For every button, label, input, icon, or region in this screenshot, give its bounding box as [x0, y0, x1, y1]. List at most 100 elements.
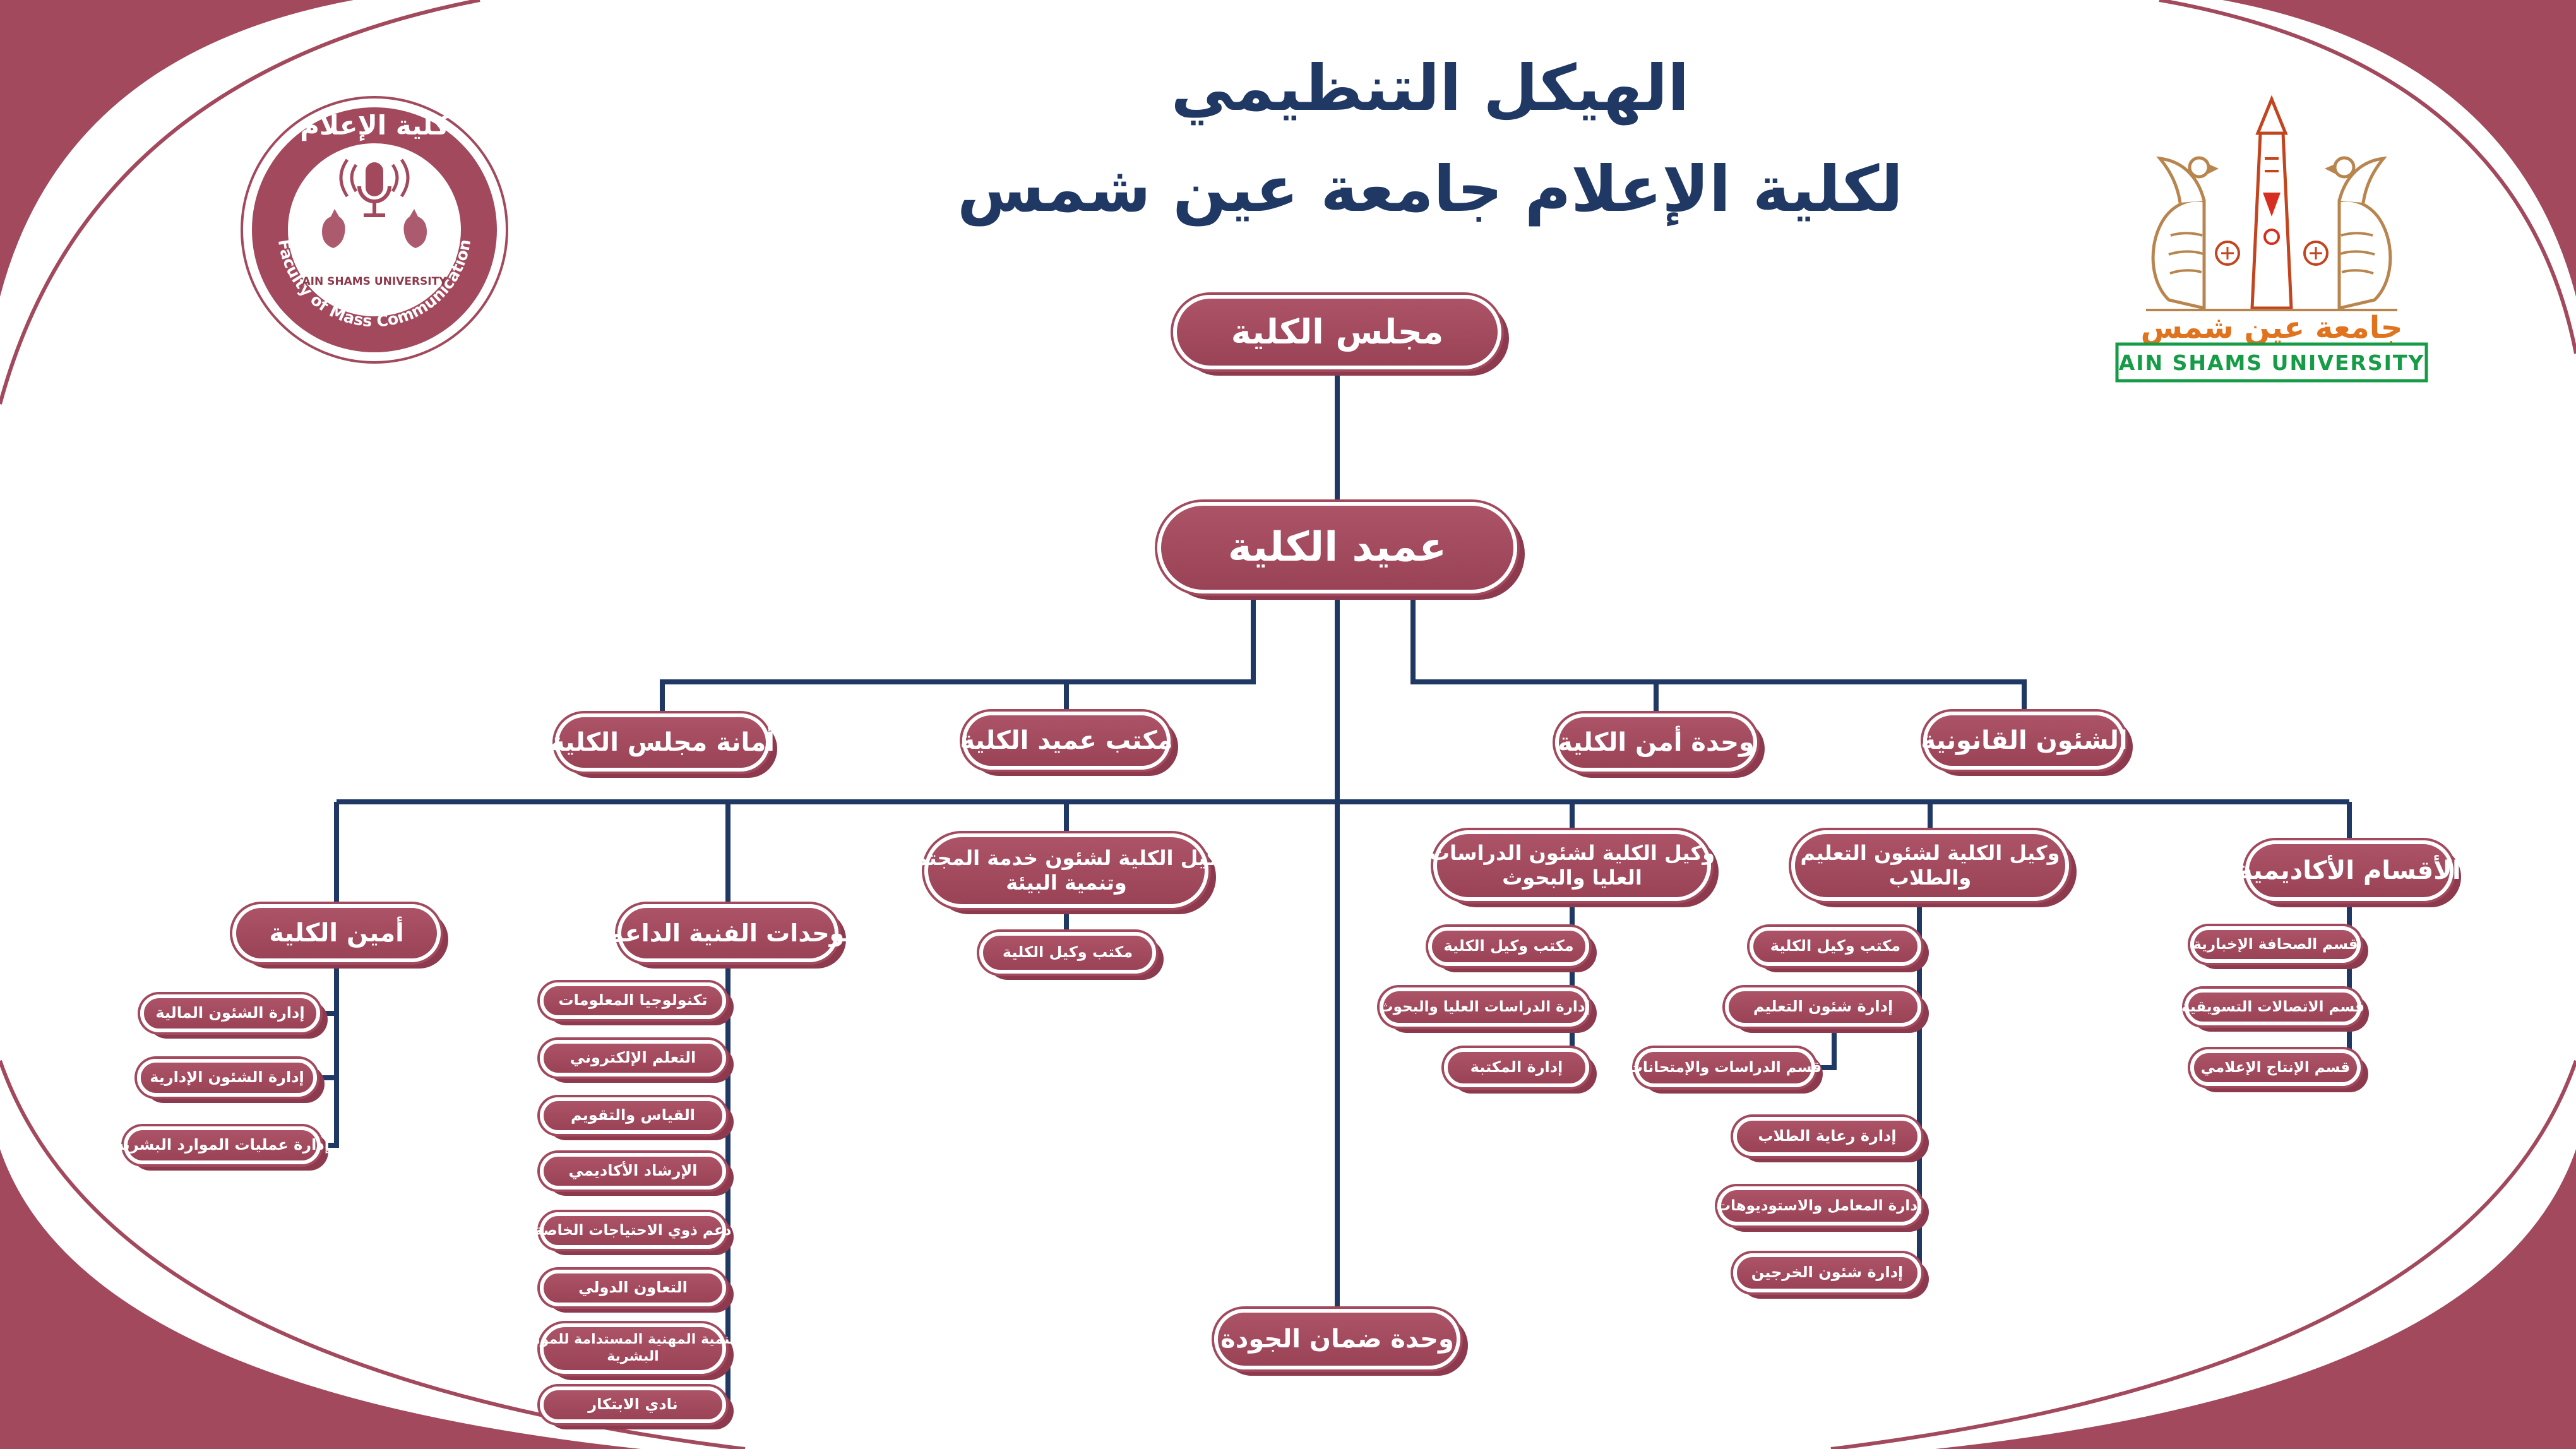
- org-node-unit_elearning: التعلم الإلكتروني: [540, 1040, 726, 1076]
- org-node-ve_care: إدارة رعاية الطلاب: [1733, 1117, 1921, 1156]
- org-node-label: قسم الدراسات والإمتحانات: [1628, 1059, 1822, 1076]
- university-logo: جامعة عين شمس AIN SHAMS UNIVERSITY: [2115, 95, 2428, 383]
- faculty-logo: كلية الإعلام Faculty of Mass Communicati…: [241, 96, 508, 364]
- university-name-box: [2115, 342, 2428, 383]
- org-node-label: الأقسام الأكاديمية: [2238, 856, 2461, 885]
- org-node-ve_exams: قسم الدراسات والإمتحانات: [1628, 1048, 1822, 1087]
- corner-band-top-left: [0, 0, 354, 297]
- org-node-dept_press: قسم الصحافة الإخبارية: [2190, 926, 2361, 963]
- org-node-unit_innovation: نادي الابتكار: [540, 1386, 726, 1423]
- org-node-council: مجلس الكلية: [1173, 295, 1501, 369]
- org-node-unit_needs: دعم ذوي الاحتياجات الخاصة: [535, 1212, 731, 1249]
- org-node-label: قسم الاتصالات التسويقية: [2181, 998, 2364, 1015]
- org-node-security: وحدة أمن الكلية: [1555, 713, 1757, 772]
- corner-line-top-left: [0, 0, 480, 405]
- org-node-label: إدارة المكتبة: [1470, 1058, 1563, 1076]
- org-node-label: مكتب عميد الكلية: [960, 725, 1173, 755]
- org-node-label: مكتب وكيل الكلية: [1770, 937, 1901, 955]
- university-logo-english-name: AIN SHAMS UNIVERSITY: [2119, 350, 2425, 375]
- org-node-label: العليا والبحوث: [1502, 866, 1642, 890]
- corner-band-bottom-left: [0, 1149, 641, 1449]
- org-node-label: إدارة شئون الخرجين: [1751, 1263, 1904, 1282]
- org-node-ve_labs: إدارة المعامل والاستوديوهات: [1715, 1186, 1923, 1225]
- org-node-unit_assessment: القياس والتقويم: [540, 1097, 726, 1134]
- org-node-units: الوحدات الفنية الداعمة: [594, 904, 862, 962]
- org-node-label: القياس والتقويم: [571, 1106, 695, 1124]
- org-node-label: إدارة رعاية الطلاب: [1758, 1127, 1897, 1145]
- org-node-dean_office: مكتب عميد الكلية: [960, 712, 1173, 770]
- org-node-label: وكيل الكلية لشئون الدراسات: [1429, 840, 1715, 865]
- faculty-logo-university-name: AIN SHAMS UNIVERSITY: [302, 275, 447, 288]
- org-node-ve_alumni: إدارة شئون الخرجين: [1733, 1253, 1921, 1292]
- obelisk-icon: [2250, 95, 2293, 310]
- connector: [660, 593, 1256, 713]
- title-line-1: الهيكل التنظيمي: [1171, 51, 1690, 125]
- org-node-label: أمين الكلية: [269, 918, 404, 948]
- org-node-unit_advising: الإرشاد الأكاديمي: [540, 1153, 726, 1190]
- title-line-2: لكلية الإعلام جامعة عين شمس: [957, 152, 1903, 226]
- org-node-vc_office: مكتب وكيل الكلية: [979, 932, 1156, 974]
- org-node-label: مكتب وكيل الكلية: [1002, 943, 1133, 962]
- org-node-vg_library: إدارة المكتبة: [1444, 1048, 1589, 1087]
- org-node-label: وحدة أمن الكلية: [1558, 727, 1755, 757]
- org-node-label: مجلس الكلية: [1231, 312, 1444, 352]
- org-node-label: إدارة عمليات الموارد البشرية: [115, 1136, 330, 1154]
- org-node-label: البشرية: [607, 1349, 659, 1364]
- org-node-unit_it: تكنولوجيا المعلومات: [540, 982, 726, 1019]
- university-logo-arabic-name: جامعة عين شمس: [2141, 310, 2403, 345]
- faculty-logo-arabic-title: كلية الإعلام: [300, 110, 449, 141]
- org-node-label: والطلاب: [1888, 866, 1972, 890]
- org-node-dean: عميد الكلية: [1157, 502, 1517, 593]
- org-node-label: إدارة المعامل والاستوديوهات: [1715, 1197, 1923, 1214]
- corner-line-bottom-right: [1830, 1060, 2576, 1449]
- org-node-label: أمانة مجلس الكلية: [550, 727, 775, 757]
- org-node-ve_office: مكتب وكيل الكلية: [1750, 927, 1921, 966]
- org-node-ve_edu_admin: إدارة شئون التعليم: [1725, 987, 1921, 1027]
- connector: [1815, 1027, 1837, 1070]
- org-node-vg_office: مكتب وكيل الكلية: [1428, 927, 1589, 966]
- org-node-label: وكيل الكلية لشئون التعليم: [1800, 840, 2060, 865]
- org-node-sec_admin: إدارة الشئون الإدارية: [137, 1059, 317, 1097]
- eagle-icon: [2151, 156, 2240, 311]
- org-node-label: الشئون القانونية: [1921, 725, 2128, 755]
- org-node-vg_admin: إدارة الدراسات العليا والبحوث: [1378, 987, 1590, 1027]
- page-title: الهيكل التنظيمي لكلية الإعلام جامعة عين …: [903, 38, 1957, 240]
- org-node-label: وكيل الكلية لشئون خدمة المجتمع: [902, 845, 1231, 870]
- org-node-label: الإرشاد الأكاديمي: [568, 1162, 698, 1180]
- org-node-label: مكتب وكيل الكلية: [1443, 937, 1574, 955]
- org-node-sec_financial: إدارة الشئون المالية: [140, 994, 320, 1032]
- connector: [321, 962, 339, 1148]
- org-node-dept_marketing: قسم الاتصالات التسويقية: [2181, 989, 2364, 1025]
- org-node-label: وتنمية البيئة: [1006, 871, 1127, 895]
- org-node-label: الوحدات الفنية الداعمة: [594, 919, 862, 947]
- eagle-icon: [2303, 156, 2392, 311]
- org-node-secretary: أمين الكلية: [232, 904, 441, 962]
- org-node-label: إدارة الدراسات العليا والبحوث: [1378, 998, 1590, 1015]
- org-node-amana: أمانة مجلس الكلية: [550, 713, 775, 772]
- org-node-label: عميد الكلية: [1227, 524, 1447, 571]
- org-node-label: إدارة الشئون الإدارية: [150, 1068, 304, 1087]
- connector: [1410, 593, 2027, 712]
- org-node-label: تكنولوجيا المعلومات: [558, 991, 708, 1010]
- org-node-label: قسم الإنتاج الإعلامي: [2200, 1059, 2351, 1076]
- org-node-label: التنمية المهنية المستدامة للموارد: [520, 1332, 746, 1348]
- org-node-dept_production: قسم الإنتاج الإعلامي: [2190, 1049, 2361, 1086]
- org-node-sec_hr: إدارة عمليات الموارد البشرية: [115, 1126, 330, 1164]
- org-node-label: إدارة الشئون المالية: [155, 1004, 305, 1022]
- microphone-icon: [339, 158, 410, 217]
- org-node-label: دعم ذوي الاحتياجات الخاصة: [534, 1222, 732, 1239]
- org-node-label: نادي الابتكار: [588, 1395, 678, 1414]
- org-node-academic: الأقسام الأكاديمية: [2238, 840, 2461, 901]
- corner-band-top-right: [2222, 0, 2576, 297]
- logo-inner-circle: [288, 143, 461, 316]
- org-node-label: قسم الصحافة الإخبارية: [2193, 936, 2358, 953]
- org-node-quality: وحدة ضمان الجودة: [1214, 1309, 1460, 1369]
- org-node-label: التعاون الدولي: [578, 1279, 688, 1297]
- org-node-label: وحدة ضمان الجودة: [1220, 1324, 1454, 1354]
